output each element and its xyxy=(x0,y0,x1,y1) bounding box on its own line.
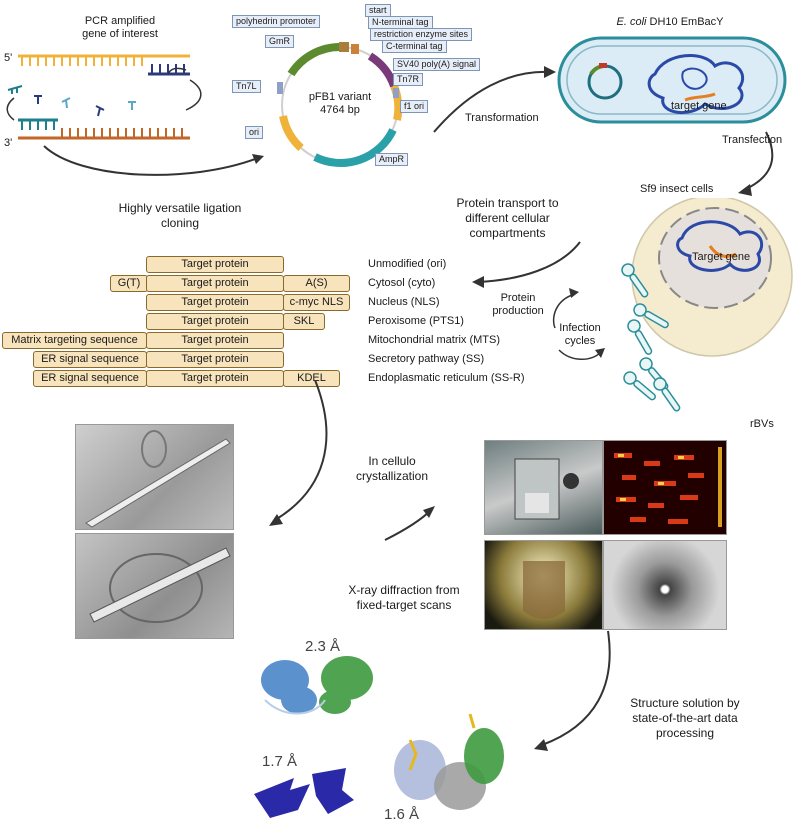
label-sv40: SV40 poly(A) signal xyxy=(393,58,481,71)
ecoli-strain: DH10 EmBacY xyxy=(646,16,724,28)
construct-5-target: Target protein xyxy=(146,332,284,349)
structure-line2: state-of-the-art data xyxy=(632,711,738,725)
sf9-title: Sf9 insect cells xyxy=(640,183,714,195)
construct-2-target: Target protein xyxy=(146,275,284,292)
pcr-3prime-label: 3' xyxy=(4,137,13,149)
ecoli-italic: E. coli xyxy=(616,16,647,28)
plasmid-size: 4764 bp xyxy=(320,104,360,116)
xray-line1: X-ray diffraction from xyxy=(348,583,460,597)
construct-1-desc: Unmodified (ori) xyxy=(368,258,447,270)
label-ampr: AmpR xyxy=(375,153,409,166)
sf9-cell xyxy=(621,198,793,412)
rbvs-label: rBVs xyxy=(750,418,774,430)
pcr-title-line2: gene of interest xyxy=(82,28,158,40)
ligation-label-line1: Highly versatile ligation xyxy=(118,201,242,215)
structure-line3: processing xyxy=(655,726,715,740)
transformation-label: Transformation xyxy=(465,112,539,124)
label-polyhedrin-promoter: polyhedrin promoter xyxy=(232,15,321,28)
transformation-arrow xyxy=(433,66,556,133)
infection-label-line2: cycles xyxy=(564,335,596,347)
plasmid-name: pFB1 variant xyxy=(309,91,371,103)
production-arrow xyxy=(472,241,581,288)
pcr-title-line1: PCR amplified xyxy=(84,15,156,27)
construct-4-right: SKL xyxy=(283,313,325,330)
plasmid-map: pFB1 variant 4764 bp xyxy=(277,42,403,167)
ligation-label-line2: cloning xyxy=(160,216,200,230)
ecoli-title: E. coli DH10 EmBacY xyxy=(560,16,780,29)
structure-2-3A xyxy=(261,656,373,715)
res-1-7: 1.7 Å xyxy=(262,753,298,770)
infection-label: Infection cycles xyxy=(550,322,610,348)
infection-label-line1: Infection xyxy=(559,322,601,334)
ecoli-gene-label: target gene xyxy=(671,100,727,112)
pcr-title: PCR amplified gene of interest xyxy=(60,15,180,41)
diffraction-pattern xyxy=(603,540,727,630)
construct-3-target: Target protein xyxy=(146,294,284,311)
structure-1-6A xyxy=(394,713,504,810)
label-c-terminal-tag: C-terminal tag xyxy=(382,40,447,53)
production-label: Protein production xyxy=(488,292,548,318)
label-tn7r: Tn7R xyxy=(393,73,424,86)
label-tn7l: Tn7L xyxy=(232,80,261,93)
ligation-label: Highly versatile ligation cloning xyxy=(105,201,255,231)
construct-2-right: A(S) xyxy=(283,275,350,292)
infection-cycle-arrows xyxy=(552,288,605,360)
res-2-3: 2.3 Å xyxy=(305,638,341,655)
transfection-label: Transfection xyxy=(722,134,783,146)
label-gmr: GmR xyxy=(265,35,294,48)
structure-line1: Structure solution by xyxy=(630,696,740,710)
pcr-5prime-label: 5' xyxy=(4,52,13,64)
structure-arrow xyxy=(534,630,611,751)
pcr-dna-illustration xyxy=(6,54,202,140)
construct-5-left: Matrix targeting sequence xyxy=(2,332,147,349)
xray-line2: fixed-target scans xyxy=(356,598,452,612)
label-f1-ori: f1 ori xyxy=(400,100,429,113)
construct-5-desc: Mitochondrial matrix (MTS) xyxy=(368,334,501,346)
crystal-image-2 xyxy=(75,533,234,639)
transfection-arrow xyxy=(738,131,774,196)
xray-label: X-ray diffraction from fixed-target scan… xyxy=(334,583,474,613)
res-1-6: 1.6 Å xyxy=(384,806,420,823)
ligation-arrow xyxy=(43,145,264,176)
construct-2-left: G(T) xyxy=(110,275,148,292)
construct-4-target: Target protein xyxy=(146,313,284,330)
construct-3-desc: Nucleus (NLS) xyxy=(368,296,440,308)
heatmap-scan xyxy=(603,440,727,535)
transport-label: Protein transport to different cellular … xyxy=(440,196,575,241)
construct-2-desc: Cytosol (cyto) xyxy=(368,277,436,289)
construct-6-left: ER signal sequence xyxy=(33,351,147,368)
chip-photo xyxy=(484,540,603,630)
construct-1-target: Target protein xyxy=(146,256,284,273)
structure-1-7A xyxy=(254,768,354,818)
production-line2: production xyxy=(492,305,544,317)
crystal-image-1 xyxy=(75,424,234,530)
structure-label: Structure solution by state-of-the-art d… xyxy=(615,696,755,741)
crystallization-arrow xyxy=(269,380,435,541)
transport-line2: different cellular xyxy=(465,211,550,225)
transport-line3: compartments xyxy=(469,226,546,240)
construct-7-desc: Endoplasmatic reticulum (SS-R) xyxy=(368,372,525,384)
construct-3-right: c-myc NLS xyxy=(283,294,350,311)
transport-line1: Protein transport to xyxy=(456,196,559,210)
crystallization-label: In cellulo crystallization xyxy=(342,454,442,484)
crystallization-line1: In cellulo xyxy=(368,454,416,468)
crystallization-line2: crystallization xyxy=(355,469,429,483)
ecoli-cell xyxy=(557,36,787,124)
construct-7-right: KDEL xyxy=(283,370,340,387)
sf9-gene-label: Target gene xyxy=(692,251,751,263)
construct-4-desc: Peroxisome (PTS1) xyxy=(368,315,464,327)
construct-7-left: ER signal sequence xyxy=(33,370,147,387)
construct-6-desc: Secretory pathway (SS) xyxy=(368,353,485,365)
beamline-photo xyxy=(484,440,603,535)
construct-6-target: Target protein xyxy=(146,351,284,368)
label-ori: ori xyxy=(245,126,264,139)
construct-7-target: Target protein xyxy=(146,370,284,387)
production-line1: Protein xyxy=(500,292,536,304)
